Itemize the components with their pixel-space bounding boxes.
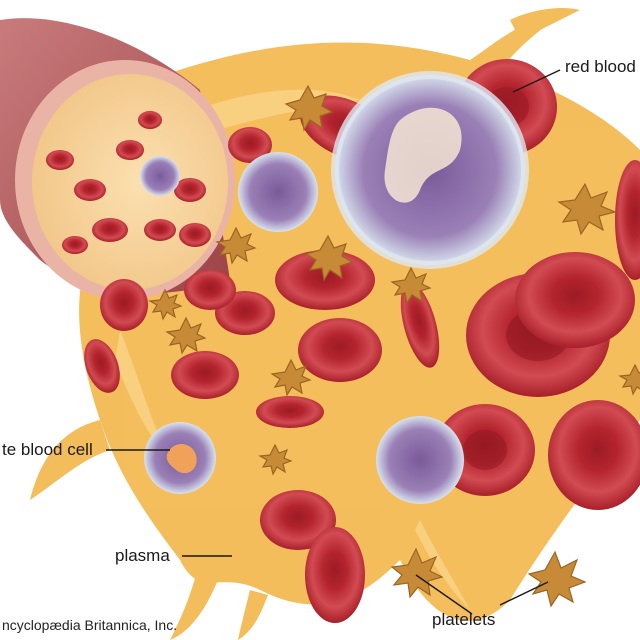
red-blood-cell xyxy=(400,282,440,368)
red-blood-cell xyxy=(100,279,148,331)
red-blood-cell xyxy=(298,318,382,382)
platelet xyxy=(284,84,334,132)
platelet xyxy=(215,226,257,265)
white-blood-cell xyxy=(238,152,318,232)
red-blood-cell xyxy=(184,270,236,310)
plasma-label: plasma xyxy=(115,546,170,565)
red-blood-cell xyxy=(260,490,336,550)
blood-vessel xyxy=(0,18,235,300)
white-blood-cell-label: te blood cell xyxy=(2,440,93,459)
platelet xyxy=(148,288,183,321)
platelet xyxy=(165,316,207,355)
red-blood-cell-label: red blood xyxy=(565,57,636,76)
platelet xyxy=(390,547,444,599)
platelets-label: platelets xyxy=(432,610,496,629)
platelet xyxy=(270,358,312,397)
platelets-group xyxy=(148,84,640,608)
red-blood-cell xyxy=(275,250,375,310)
red-blood-cell xyxy=(228,127,272,163)
leader-lines xyxy=(106,69,561,615)
platelet xyxy=(618,363,640,396)
platelets-leader-right xyxy=(499,581,549,606)
red-blood-cell xyxy=(171,351,239,399)
red-blood-cell xyxy=(615,160,640,280)
platelet xyxy=(304,234,354,282)
white-blood-cell xyxy=(376,416,464,504)
red-blood-cell xyxy=(256,396,324,428)
platelet xyxy=(527,550,587,608)
red-blood-cell xyxy=(84,339,120,393)
white-blood-cells xyxy=(140,71,529,504)
red-blood-cell xyxy=(515,252,635,348)
red-blood-cell-leader xyxy=(512,69,561,93)
red-blood-cell xyxy=(305,527,365,623)
platelet xyxy=(258,443,293,476)
copyright-credit: ncyclopædia Britannica, Inc. xyxy=(2,617,178,633)
platelet xyxy=(390,266,432,305)
red-blood-cell xyxy=(548,400,640,510)
platelets-leader-left xyxy=(415,574,473,615)
platelet xyxy=(557,182,617,236)
